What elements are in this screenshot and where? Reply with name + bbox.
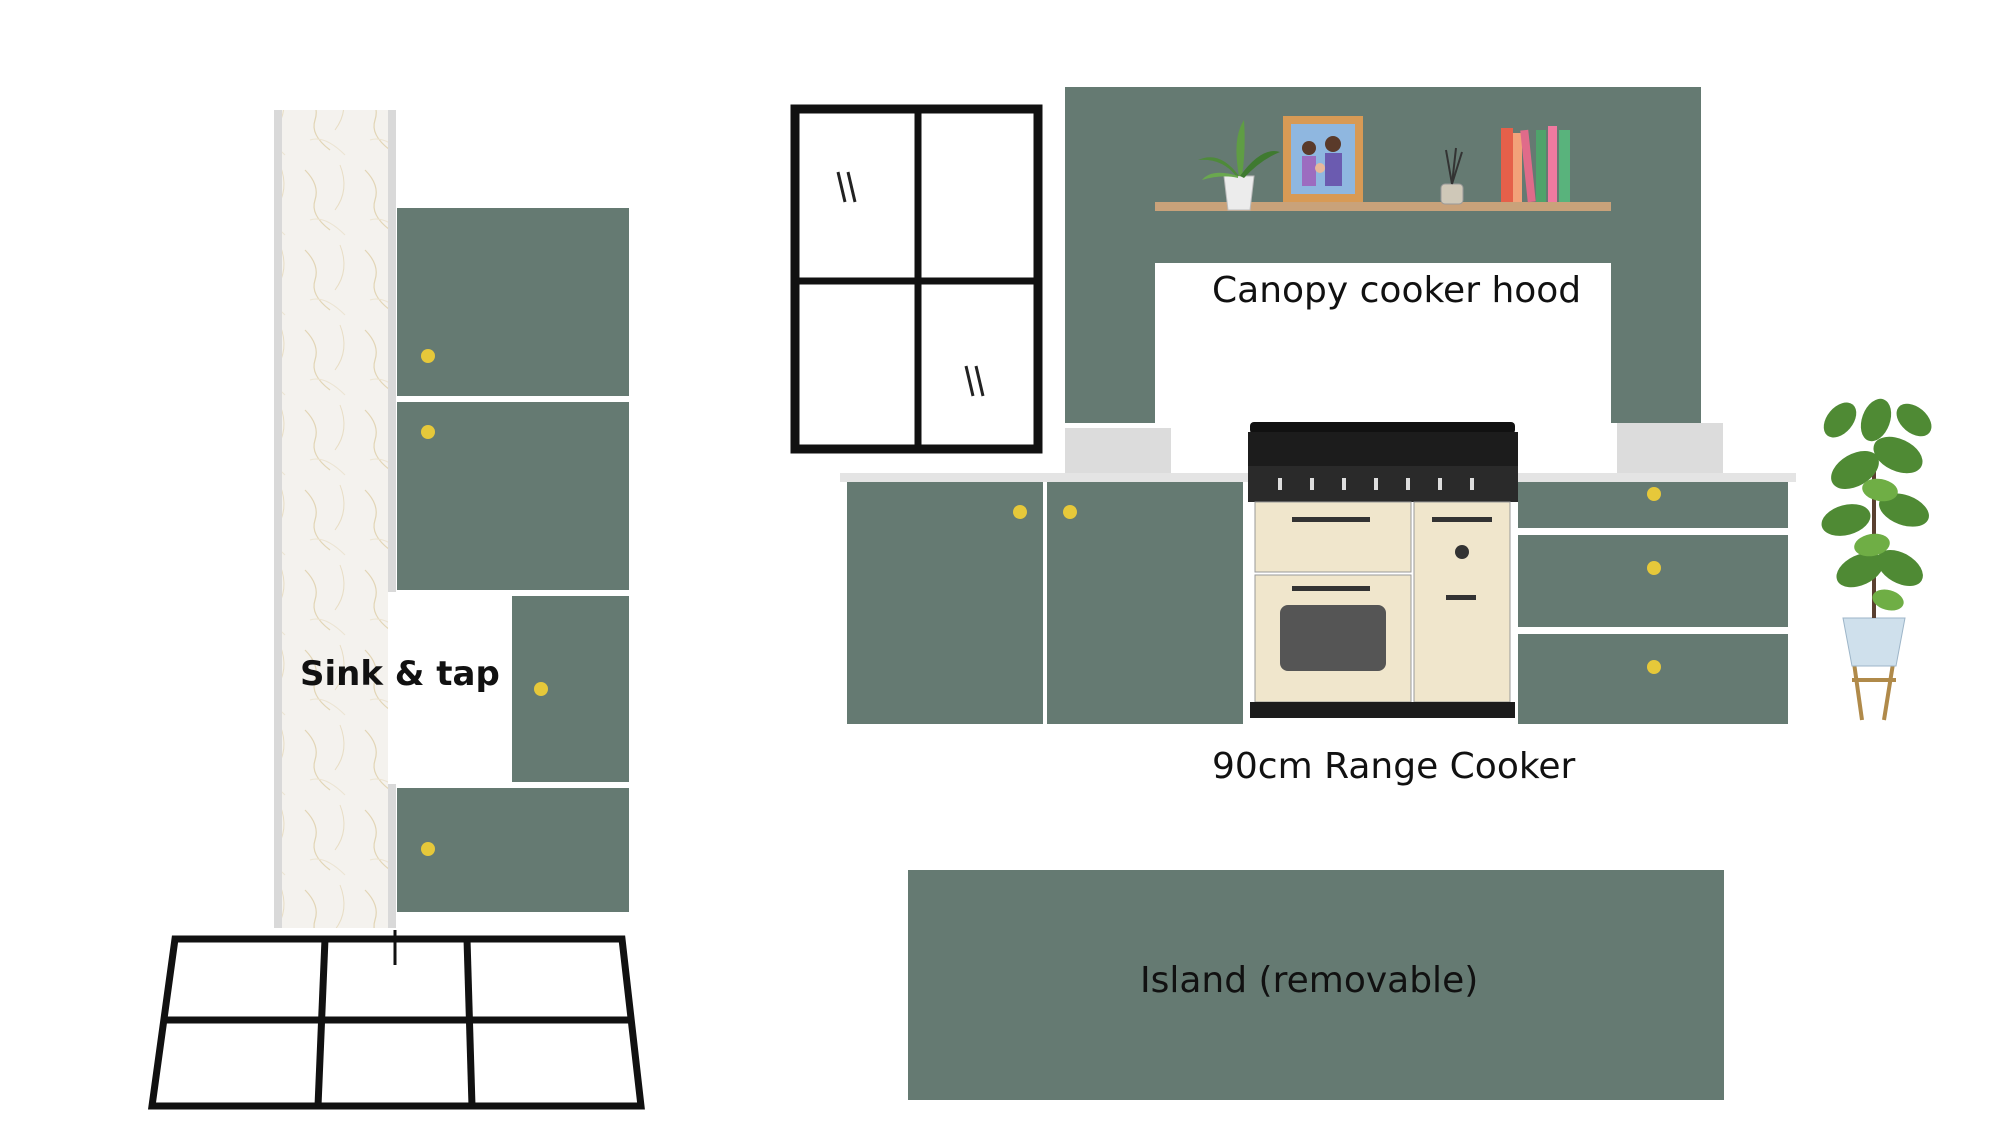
splashback-edge-left bbox=[274, 110, 282, 928]
splashback-edge-right bbox=[388, 110, 396, 928]
drawer-knob bbox=[1647, 487, 1661, 501]
cabinet-knob bbox=[421, 425, 435, 439]
marble-splashback bbox=[276, 110, 394, 928]
window-icon bbox=[790, 104, 1043, 454]
range-cooker-label: 90cm Range Cooker bbox=[1212, 746, 1576, 787]
wall-cabinet-middle bbox=[397, 402, 629, 590]
cabinet-knob bbox=[1013, 505, 1027, 519]
cabinet-knob bbox=[421, 842, 435, 856]
books-icon bbox=[1501, 126, 1570, 203]
worktop-upstand-left bbox=[1065, 428, 1171, 474]
base-cabinet-lower bbox=[397, 788, 629, 912]
fiddle-leaf-fig-icon bbox=[1821, 398, 1932, 721]
wall-cabinet-upper bbox=[397, 208, 629, 396]
drawer-stack-right bbox=[1518, 482, 1788, 724]
island-unit bbox=[908, 870, 1724, 1100]
range-cooker bbox=[1248, 422, 1518, 718]
cabinet-knob bbox=[421, 349, 435, 363]
chimney-breast bbox=[1065, 87, 1701, 473]
reed-diffuser-icon bbox=[1440, 147, 1464, 205]
sink-tap-label: Sink & tap bbox=[300, 654, 500, 694]
drawer-knob bbox=[1647, 660, 1661, 674]
drawer-knob bbox=[1647, 561, 1661, 575]
left-wall-elevation bbox=[147, 110, 645, 1110]
island-label: Island (removable) bbox=[1140, 960, 1479, 1001]
floating-shelf bbox=[1155, 202, 1611, 211]
glazed-door-frame bbox=[147, 935, 645, 1110]
photo-frame-icon bbox=[1283, 116, 1363, 202]
cabinet-knob bbox=[534, 682, 548, 696]
base-cabinets-left bbox=[847, 482, 1243, 724]
canopy-hood-label: Canopy cooker hood bbox=[1212, 270, 1582, 311]
oven-window bbox=[1280, 605, 1386, 671]
sink-area bbox=[388, 592, 510, 784]
potted-plant-icon bbox=[1198, 120, 1280, 211]
cabinet-knob bbox=[1063, 505, 1077, 519]
worktop-upstand-right bbox=[1617, 423, 1723, 473]
cabinet-beside-sink bbox=[512, 596, 629, 782]
